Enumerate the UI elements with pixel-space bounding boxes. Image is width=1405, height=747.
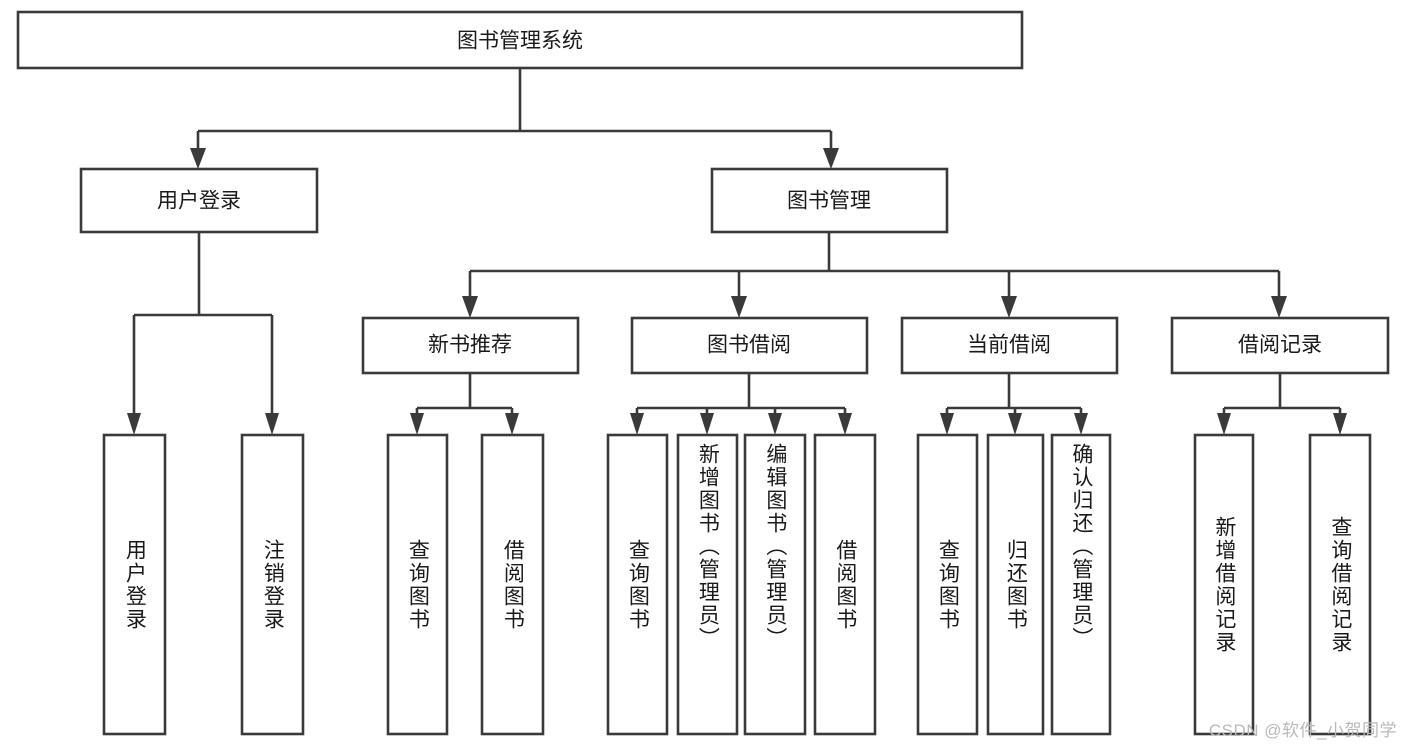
arrow-root-to-book-manage xyxy=(823,148,839,169)
node-book-borrow-box[interactable] xyxy=(630,316,869,375)
node-book-manage-box[interactable] xyxy=(710,167,949,234)
leaf-box-book-borrow-4[interactable] xyxy=(813,433,877,736)
node-current-borrow-label: 当前借阅 xyxy=(967,334,1051,357)
arrow-book-borrow-leaf-2 xyxy=(700,413,714,435)
arrow-borrow-record-leaf-2 xyxy=(1333,413,1347,435)
arrow-current-borrow-leaf-2 xyxy=(1008,413,1022,435)
node-root-label: 图书管理系统 xyxy=(457,30,583,53)
leaf-box-book-borrow-1[interactable] xyxy=(606,433,669,736)
arrow-new-book-leaf-2 xyxy=(505,413,519,435)
leaf-box-new-book-1[interactable] xyxy=(386,433,449,736)
node-book-manage-label: 图书管理 xyxy=(787,190,871,213)
arrow-to-current-borrow xyxy=(1001,296,1017,318)
node-book-borrow-label: 图书借阅 xyxy=(707,334,791,357)
leaf-box-current-borrow-1[interactable] xyxy=(916,433,979,736)
leaf-box-borrow-record-1[interactable] xyxy=(1193,433,1255,736)
leaf-box-borrow-record-2[interactable] xyxy=(1308,433,1372,736)
arrow-book-borrow-leaf-3 xyxy=(768,413,782,435)
arrow-user-login-leaf-2 xyxy=(265,413,279,435)
watermark-label: CSDN @软件_小贺同学 xyxy=(1208,721,1397,740)
leaf-box-current-borrow-2[interactable] xyxy=(986,433,1045,736)
arrow-current-borrow-leaf-1 xyxy=(940,413,954,435)
leaf-box-new-book-2[interactable] xyxy=(480,433,545,736)
leaf-box-user-login-2[interactable] xyxy=(240,433,305,736)
arrow-to-borrow-record xyxy=(1271,296,1287,318)
arrow-book-borrow-leaf-1 xyxy=(630,413,644,435)
arrow-current-borrow-leaf-3 xyxy=(1074,413,1088,435)
leaf-box-current-borrow-3[interactable] xyxy=(1050,433,1112,736)
node-current-borrow-box[interactable] xyxy=(900,316,1119,375)
node-new-book-recommend-box[interactable] xyxy=(361,316,580,375)
arrow-root-to-user-login xyxy=(190,148,206,169)
node-borrow-record-label: 借阅记录 xyxy=(1238,334,1322,357)
leaf-box-book-borrow-2[interactable] xyxy=(676,433,739,736)
node-borrow-record-box[interactable] xyxy=(1170,316,1390,375)
node-new-book-recommend-label: 新书推荐 xyxy=(428,334,512,357)
arrow-user-login-leaf-1 xyxy=(127,413,141,435)
arrow-to-book-borrow xyxy=(731,296,747,318)
arrow-to-new-book-recommend xyxy=(462,296,478,318)
leaf-box-user-login-1[interactable] xyxy=(102,433,167,736)
node-user-login-label: 用户登录 xyxy=(157,190,241,213)
leaf-box-book-borrow-3[interactable] xyxy=(743,433,807,736)
arrow-book-borrow-leaf-4 xyxy=(838,413,852,435)
arrow-new-book-leaf-1 xyxy=(410,413,424,435)
arrow-borrow-record-leaf-1 xyxy=(1217,413,1231,435)
node-root-box[interactable] xyxy=(16,10,1024,70)
